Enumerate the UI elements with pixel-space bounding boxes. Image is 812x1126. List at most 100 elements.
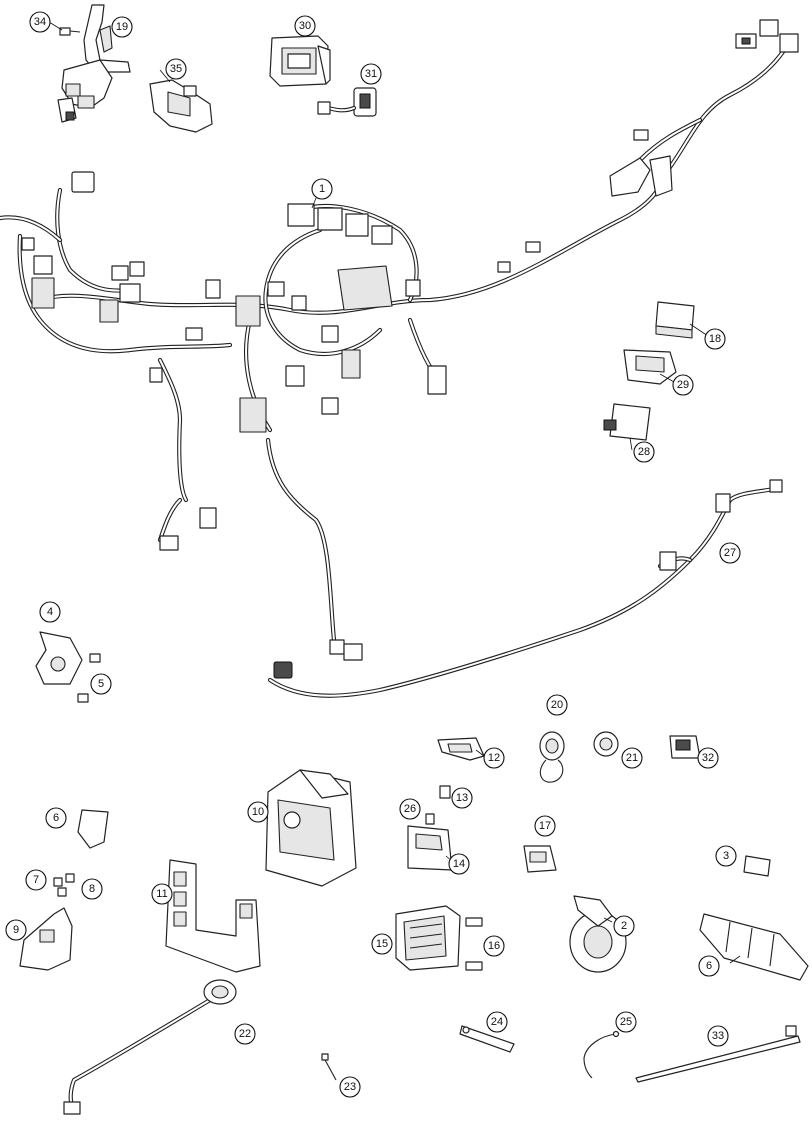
callout-20: 20 (546, 694, 568, 716)
callout-label: 35 (170, 63, 182, 75)
callout-label: 28 (638, 446, 650, 458)
callout-15: 15 (371, 933, 393, 955)
callout-10: 10 (247, 801, 269, 823)
callout-2: 2 (613, 915, 635, 937)
callout-27: 27 (719, 542, 741, 564)
callout-17: 17 (534, 815, 556, 837)
holder-28 (603, 403, 651, 441)
callout-23: 23 (339, 1076, 361, 1098)
callout-label: 12 (488, 752, 500, 764)
callout-label: 6 (706, 960, 712, 972)
callout-6-right: 6 (698, 955, 720, 977)
tool-24 (459, 1025, 515, 1053)
callout-label: 29 (677, 379, 689, 391)
callout-label: 15 (376, 938, 388, 950)
callout-19: 19 (111, 16, 133, 38)
callout-3: 3 (715, 845, 737, 867)
callout-label: 10 (252, 806, 264, 818)
callout-32: 32 (697, 747, 719, 769)
callout-30: 30 (294, 15, 316, 37)
callout-21: 21 (621, 747, 643, 769)
callout-5: 5 (90, 673, 112, 695)
callout-7: 7 (25, 869, 47, 891)
callout-label: 25 (620, 1016, 632, 1028)
spring-clip-25 (583, 1030, 620, 1079)
nut-13 (439, 785, 451, 799)
callout-33: 33 (707, 1025, 729, 1047)
callout-1: 1 (311, 178, 333, 200)
callout-25: 25 (615, 1011, 637, 1033)
callout-34: 34 (29, 11, 51, 33)
connector-3 (743, 855, 771, 877)
relay-14 (407, 825, 453, 871)
callout-label: 32 (702, 752, 714, 764)
callout-label: 11 (156, 888, 167, 900)
callout-label: 21 (626, 752, 638, 764)
callout-6: 6 (45, 807, 67, 829)
callout-label: 30 (299, 20, 311, 32)
cover-6-right (699, 913, 809, 981)
relay-17 (523, 845, 557, 873)
screw-7 (53, 873, 75, 887)
callout-label: 5 (98, 678, 104, 690)
callout-4: 4 (39, 601, 61, 623)
callout-label: 31 (365, 68, 377, 80)
pin-23 (321, 1053, 337, 1081)
clip-12 (437, 737, 485, 761)
callout-8: 8 (81, 878, 103, 900)
callout-label: 24 (491, 1016, 503, 1028)
control-unit-30 (269, 35, 331, 87)
callout-label: 6 (53, 812, 59, 824)
callout-label: 8 (89, 883, 95, 895)
socket-cap-20 (539, 731, 565, 783)
callout-26: 26 (399, 798, 421, 820)
bracket-assembly-19 (57, 4, 131, 123)
callout-label: 20 (551, 699, 563, 711)
screw-5 (77, 653, 101, 703)
engine-control-unit-10 (265, 769, 357, 887)
connector-31 (317, 87, 377, 117)
relay-18 (655, 301, 695, 339)
callout-label: 16 (488, 940, 500, 952)
switch-32 (669, 735, 701, 759)
callout-label: 1 (319, 183, 325, 195)
main-wiring-harness-1 (0, 19, 799, 679)
callout-label: 2 (621, 920, 627, 932)
callout-24: 24 (486, 1011, 508, 1033)
callout-label: 34 (34, 16, 46, 28)
socket-21 (593, 731, 619, 757)
callout-label: 26 (404, 803, 416, 815)
ecu-holder-11 (165, 859, 261, 973)
callout-12: 12 (483, 747, 505, 769)
callout-11: 11 (151, 883, 173, 905)
callout-label: 19 (116, 21, 128, 33)
bracket-35 (149, 79, 213, 133)
washer-8 (57, 887, 67, 897)
screw-34 (59, 27, 81, 36)
callout-13: 13 (451, 787, 473, 809)
screw-16 (465, 917, 483, 971)
voltage-regulator-15 (395, 905, 461, 971)
charging-socket-22 (63, 979, 237, 1115)
callout-label: 33 (712, 1030, 724, 1042)
callout-label: 4 (47, 606, 53, 618)
callout-18: 18 (704, 328, 726, 350)
callout-29: 29 (672, 374, 694, 396)
sub-harness-27 (267, 479, 783, 698)
callout-label: 17 (539, 820, 551, 832)
callout-16: 16 (483, 935, 505, 957)
cable-tie-33 (635, 1025, 801, 1083)
callout-31: 31 (360, 63, 382, 85)
screw-26 (425, 813, 435, 825)
horn-2 (569, 895, 627, 973)
bracket-4 (35, 631, 83, 685)
callout-label: 9 (13, 924, 19, 936)
callout-label: 3 (723, 850, 729, 862)
callout-label: 7 (33, 874, 39, 886)
callout-label: 18 (709, 333, 721, 345)
callout-14: 14 (448, 853, 470, 875)
callout-label: 13 (456, 792, 468, 804)
callout-label: 27 (724, 547, 736, 559)
cover-6 (77, 809, 109, 849)
callout-22: 22 (234, 1023, 256, 1045)
